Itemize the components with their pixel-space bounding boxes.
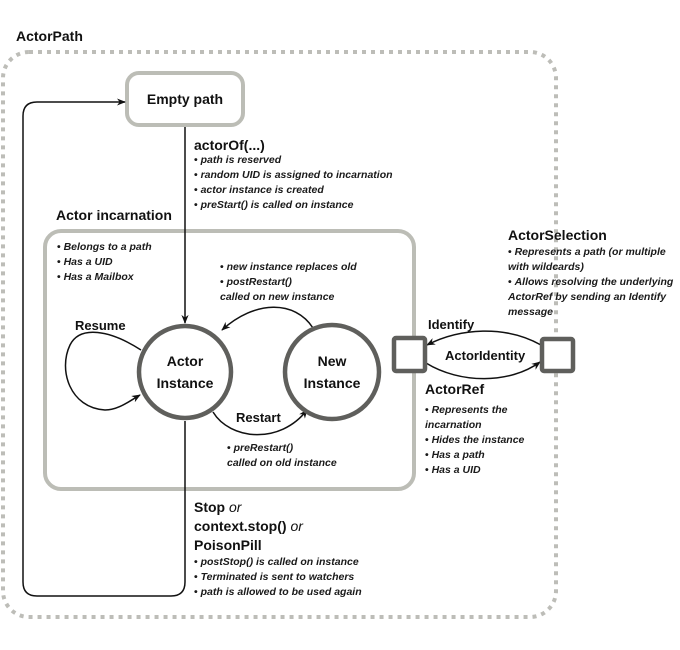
actorpath-title: ActorPath (16, 28, 83, 44)
actoridentity-label: ActorIdentity (445, 348, 526, 363)
new-instance-note-continuation: called on new instance (220, 291, 335, 303)
stop-bullet: path is allowed to be used again (194, 585, 362, 600)
stop-or: or (229, 499, 242, 515)
new-instance-note-bullet: new instance replaces old (220, 260, 357, 275)
actorref-bullet-cont: incarnation (425, 419, 482, 431)
restart-note-continuation: called on old instance (227, 457, 337, 469)
actorselection-bullet: Represents a path (or multiple (508, 245, 673, 260)
actorof-bullets: path is reserved random UID is assigned … (194, 153, 393, 213)
actorselection-square (539, 336, 576, 374)
actoridentity-arrow (425, 361, 541, 380)
stop-line2: context.stop() or (194, 517, 303, 536)
stop-line3: PoisonPill (194, 536, 262, 555)
stop-bullet: Terminated is sent to watchers (194, 570, 362, 585)
actorof-bullet: actor instance is created (194, 183, 393, 198)
empty-path-label: Empty path (146, 91, 224, 107)
actorpath-boundary (1, 50, 558, 619)
actor-instance-label-line1: Actor (166, 353, 204, 369)
actorref-square (391, 335, 428, 374)
new-instance-node (282, 322, 382, 422)
incarnation-bullets: Belongs to a path Has a UID Has a Mailbo… (57, 240, 152, 285)
actorselection-bullet-cont: ActorRef by sending an Identify (508, 291, 667, 303)
actorof-bullet: random UID is assigned to incarnation (194, 168, 393, 183)
actorof-heading: actorOf(...) (194, 137, 265, 153)
context-stop-label: context.stop() (194, 518, 287, 534)
actorref-bullet: Has a path (425, 448, 524, 463)
actorof-bullet: preStart() is called on instance (194, 198, 393, 213)
new-instance-note: new instance replaces old postRestart() … (220, 260, 357, 305)
actor-instance-label-line2: Instance (156, 375, 214, 391)
actorselection-bullet-cont: with wildcards) (508, 261, 584, 273)
postrestart-arrow (221, 306, 314, 331)
actorref-bullets: Represents the incarnation Hides the ins… (425, 403, 524, 478)
incarnation-bullet: Belongs to a path (57, 240, 152, 255)
new-instance-label-line1: New (317, 353, 347, 369)
incarnation-heading: Actor incarnation (56, 207, 172, 223)
actorof-bullet: path is reserved (194, 153, 393, 168)
empty-path-box (125, 71, 245, 127)
context-stop-or: or (290, 518, 303, 534)
restart-label: Restart (236, 410, 281, 425)
stop-bullets: postStop() is called on instance Termina… (194, 555, 362, 600)
resume-label: Resume (75, 318, 126, 333)
actorref-bullet: Has a UID (425, 463, 524, 478)
restart-note: preRestart() called on old instance (227, 441, 337, 471)
actorref-bullet: Hides the instance (425, 433, 525, 448)
identify-arrow (426, 330, 542, 346)
restart-arrow (212, 409, 308, 436)
actorselection-bullet: Allows resolving the underlying (508, 275, 674, 290)
stop-line1: Stop or (194, 498, 241, 517)
new-instance-note-bullet: postRestart() (220, 275, 357, 290)
actorselection-bullet-cont: message (508, 306, 553, 318)
resume-loop-arrow (64, 331, 142, 411)
identify-label: Identify (428, 317, 475, 332)
incarnation-bullet: Has a Mailbox (57, 270, 152, 285)
stop-return-arrow (22, 98, 186, 597)
stop-label: Stop (194, 499, 226, 515)
incarnation-bullet: Has a UID (57, 255, 152, 270)
actor-instance-label: Actor Instance (139, 350, 231, 394)
actorref-heading: ActorRef (425, 381, 485, 397)
actor-instance-node (136, 323, 234, 421)
new-instance-label-line2: Instance (303, 375, 361, 391)
poisonpill-label: PoisonPill (194, 537, 262, 553)
actorselection-bullets: Represents a path (or multiple with wild… (508, 245, 673, 320)
stop-bullet: postStop() is called on instance (194, 555, 362, 570)
new-instance-label: New Instance (286, 350, 378, 394)
restart-note-bullet: preRestart() (227, 441, 337, 456)
actorref-bullet: Represents the (425, 403, 524, 418)
actorselection-heading: ActorSelection (508, 227, 607, 243)
